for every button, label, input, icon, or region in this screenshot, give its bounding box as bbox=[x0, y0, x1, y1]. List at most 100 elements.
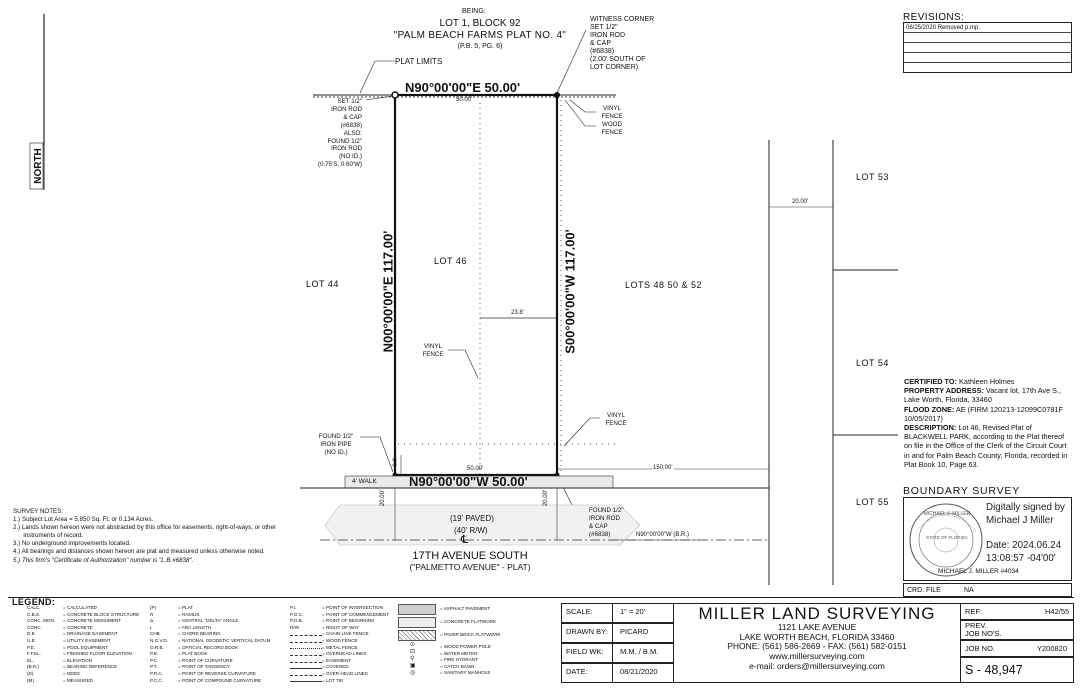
company-info: MILLER LAND SURVEYING 1121 LAKE AVENUE L… bbox=[674, 604, 960, 671]
set-rod-note: SET 1/2"IRON ROD& CAP (#6838)ALSO:FOUND … bbox=[318, 98, 362, 169]
field-label: FIELD WK: bbox=[566, 647, 604, 656]
company-web: www.millersurveying.com bbox=[769, 650, 865, 661]
revisions-table: 06/25/2020 Removed p.mp. bbox=[903, 22, 1072, 73]
survey-notes: SURVEY NOTES: 1.) Subject Lot Area = 5,8… bbox=[13, 508, 276, 564]
plat-ref-label: (P.B. 5, PG. 6) bbox=[457, 43, 503, 50]
revision-row: 06/25/2020 Removed p.mp. bbox=[904, 23, 1071, 33]
iron-rod-nw-icon bbox=[391, 91, 399, 99]
company-name: MILLER LAND SURVEYING bbox=[698, 604, 936, 623]
revision-row bbox=[904, 63, 1071, 73]
drawn-value: PICARD bbox=[620, 627, 649, 636]
witness-leader bbox=[556, 29, 587, 94]
certification-block: CERTIFIED TO: Kathleen Holmes PROPERTY A… bbox=[904, 377, 1068, 469]
sheet-cell: S - 48,947 bbox=[960, 657, 1074, 683]
lot-46-boundary bbox=[393, 93, 559, 477]
drawn-label: DRAWN BY: bbox=[566, 627, 608, 636]
street-name: 17TH AVENUE SOUTH bbox=[412, 550, 528, 562]
seal-state: STATE OF FLORIDA bbox=[925, 535, 969, 540]
plat-limits-leader bbox=[359, 60, 395, 94]
dim-right-width: 20.00' bbox=[792, 199, 809, 205]
dim-row-right: 20.00' bbox=[543, 489, 550, 507]
drawing-bottom-border bbox=[8, 597, 1074, 598]
asphalt-swatch-icon bbox=[398, 604, 436, 615]
surveyor-name: MICHAEL J. MILLER #4034 bbox=[938, 568, 1019, 575]
legend-col-3: P.I.= POINT OF INTERSECTION P.O.C.= POIN… bbox=[290, 605, 390, 683]
crd-file-label: CRD. FILE bbox=[907, 587, 941, 594]
road-pavement bbox=[324, 504, 641, 546]
field-value: M.M. / B.M. bbox=[620, 647, 659, 656]
company-addr2: LAKE WORTH BEACH, FLORIDA 33460 bbox=[739, 631, 895, 642]
job-cell: JOB NO. Y200820 bbox=[960, 640, 1074, 657]
seal-box: MICHAEL J. MILLER STATE OF FLORIDA Digit… bbox=[903, 497, 1072, 581]
ref-value: H42/55 bbox=[1045, 607, 1070, 616]
crd-file-box: CRD. FILE NA bbox=[903, 583, 1072, 597]
title-divider-left bbox=[612, 603, 613, 683]
walk-label: 4' WALK bbox=[352, 478, 377, 485]
ref-label: REF: bbox=[965, 607, 983, 616]
west-bearing: N00°00'00"E 117.00' bbox=[380, 230, 396, 353]
revision-row bbox=[904, 43, 1071, 53]
dim-fence-offset: 23.8' bbox=[511, 310, 524, 316]
job-label: JOB NO. bbox=[965, 644, 996, 653]
company-phone: PHONE: (561) 586-2669 - FAX: (561) 582-0… bbox=[727, 641, 907, 651]
sheet-number: S - 48,947 bbox=[965, 663, 1023, 677]
digital-signature-name: Digitally signed by Michael J Miller bbox=[986, 502, 1065, 526]
being-label: BEING: bbox=[462, 8, 486, 15]
scale-cell: SCALE: 1" = 20' bbox=[561, 603, 674, 623]
scale-label: SCALE: bbox=[566, 607, 593, 616]
crd-file-value: NA bbox=[964, 587, 974, 594]
set-rod-leader bbox=[365, 95, 393, 101]
street-alt-name: ("PALMETTO AVENUE" - PLAT) bbox=[409, 562, 531, 572]
revision-row bbox=[904, 53, 1071, 63]
dim-br: N90°00'00"W (B.R.) bbox=[636, 532, 690, 538]
rw-label: (40' R/W) bbox=[454, 526, 488, 535]
prev-label-2: JOB NO'S. bbox=[965, 629, 1002, 638]
lot-55-label: LOT 55 bbox=[856, 497, 889, 507]
scale-value: 1" = 20' bbox=[620, 607, 646, 616]
job-value: Y200820 bbox=[1037, 644, 1068, 653]
centerline-symbol: ℄ bbox=[461, 534, 469, 546]
wood-fence-leader-top bbox=[564, 99, 596, 127]
paver-swatch-icon bbox=[398, 630, 436, 641]
digital-signature-date: Date: 2024.06.24 13:08:57 -04'00' bbox=[986, 540, 1062, 564]
concrete-swatch-icon bbox=[398, 617, 436, 628]
prev-cell: PREV. JOB NO'S. bbox=[960, 620, 1074, 640]
date-value: 08/21/2020 bbox=[620, 667, 658, 676]
found-rod-note: FOUND 1/2"IRON ROD& CAP(#6838) bbox=[589, 507, 624, 538]
lot-46-label: LOT 46 bbox=[434, 256, 467, 266]
iron-rod-ne-icon bbox=[554, 92, 560, 98]
drawn-cell: DRAWN BY: PICARD bbox=[561, 623, 674, 643]
lot-54-label: LOT 54 bbox=[856, 358, 889, 368]
plat-name-label: "PALM BEACH FARMS PLAT NO. 4" bbox=[393, 30, 567, 41]
dim-row-left: 20.00' bbox=[380, 489, 387, 507]
company-addr1: 1121 LAKE AVENUE bbox=[777, 622, 857, 632]
north-bearing: N90°00'00"E 50.00' bbox=[405, 80, 521, 95]
prev-label: PREV. bbox=[965, 621, 987, 630]
east-bearing: S00°00'00"W 117.00' bbox=[562, 229, 578, 354]
ref-cell: REF: H42/55 bbox=[960, 603, 1074, 620]
legend-col-1: CALC.= CALCULATED C.B.S.= CONCRETE BLOCK… bbox=[27, 605, 140, 683]
revision-row bbox=[904, 33, 1071, 43]
surveyor-seal-icon bbox=[909, 503, 983, 577]
lot-44-label: LOT 44 bbox=[306, 279, 339, 289]
vinyl-fence-leader-top bbox=[569, 99, 596, 113]
legend-col-2: (P)= PLAT R= RADIUS Δ= CENTRAL "DELTA" A… bbox=[150, 605, 271, 683]
dim-bottom-small: 50.00' bbox=[467, 466, 484, 472]
found-pipe-leader bbox=[360, 436, 394, 473]
boundary-survey-title: BOUNDARY SURVEY bbox=[903, 485, 1021, 497]
north-arrow-icon: NORTH bbox=[29, 142, 45, 190]
utility-symbols-icon: ⊙⊡⚲▣◎ bbox=[410, 642, 416, 676]
vinyl-fence-leader-low bbox=[563, 417, 600, 447]
lot-53-label: LOT 53 bbox=[856, 172, 889, 182]
plat-limits-label: PLAT LIMITS bbox=[395, 57, 443, 66]
date-label: DATE: bbox=[566, 667, 588, 676]
paved-label: (19' PAVED) bbox=[450, 514, 494, 523]
north-label: NORTH bbox=[33, 148, 44, 184]
company-email: e-mail: orders@millersurveying.com bbox=[749, 661, 885, 671]
dim-top-small: 50.00' bbox=[456, 97, 473, 103]
lot-block-label: LOT 1, BLOCK 92 bbox=[439, 18, 521, 29]
